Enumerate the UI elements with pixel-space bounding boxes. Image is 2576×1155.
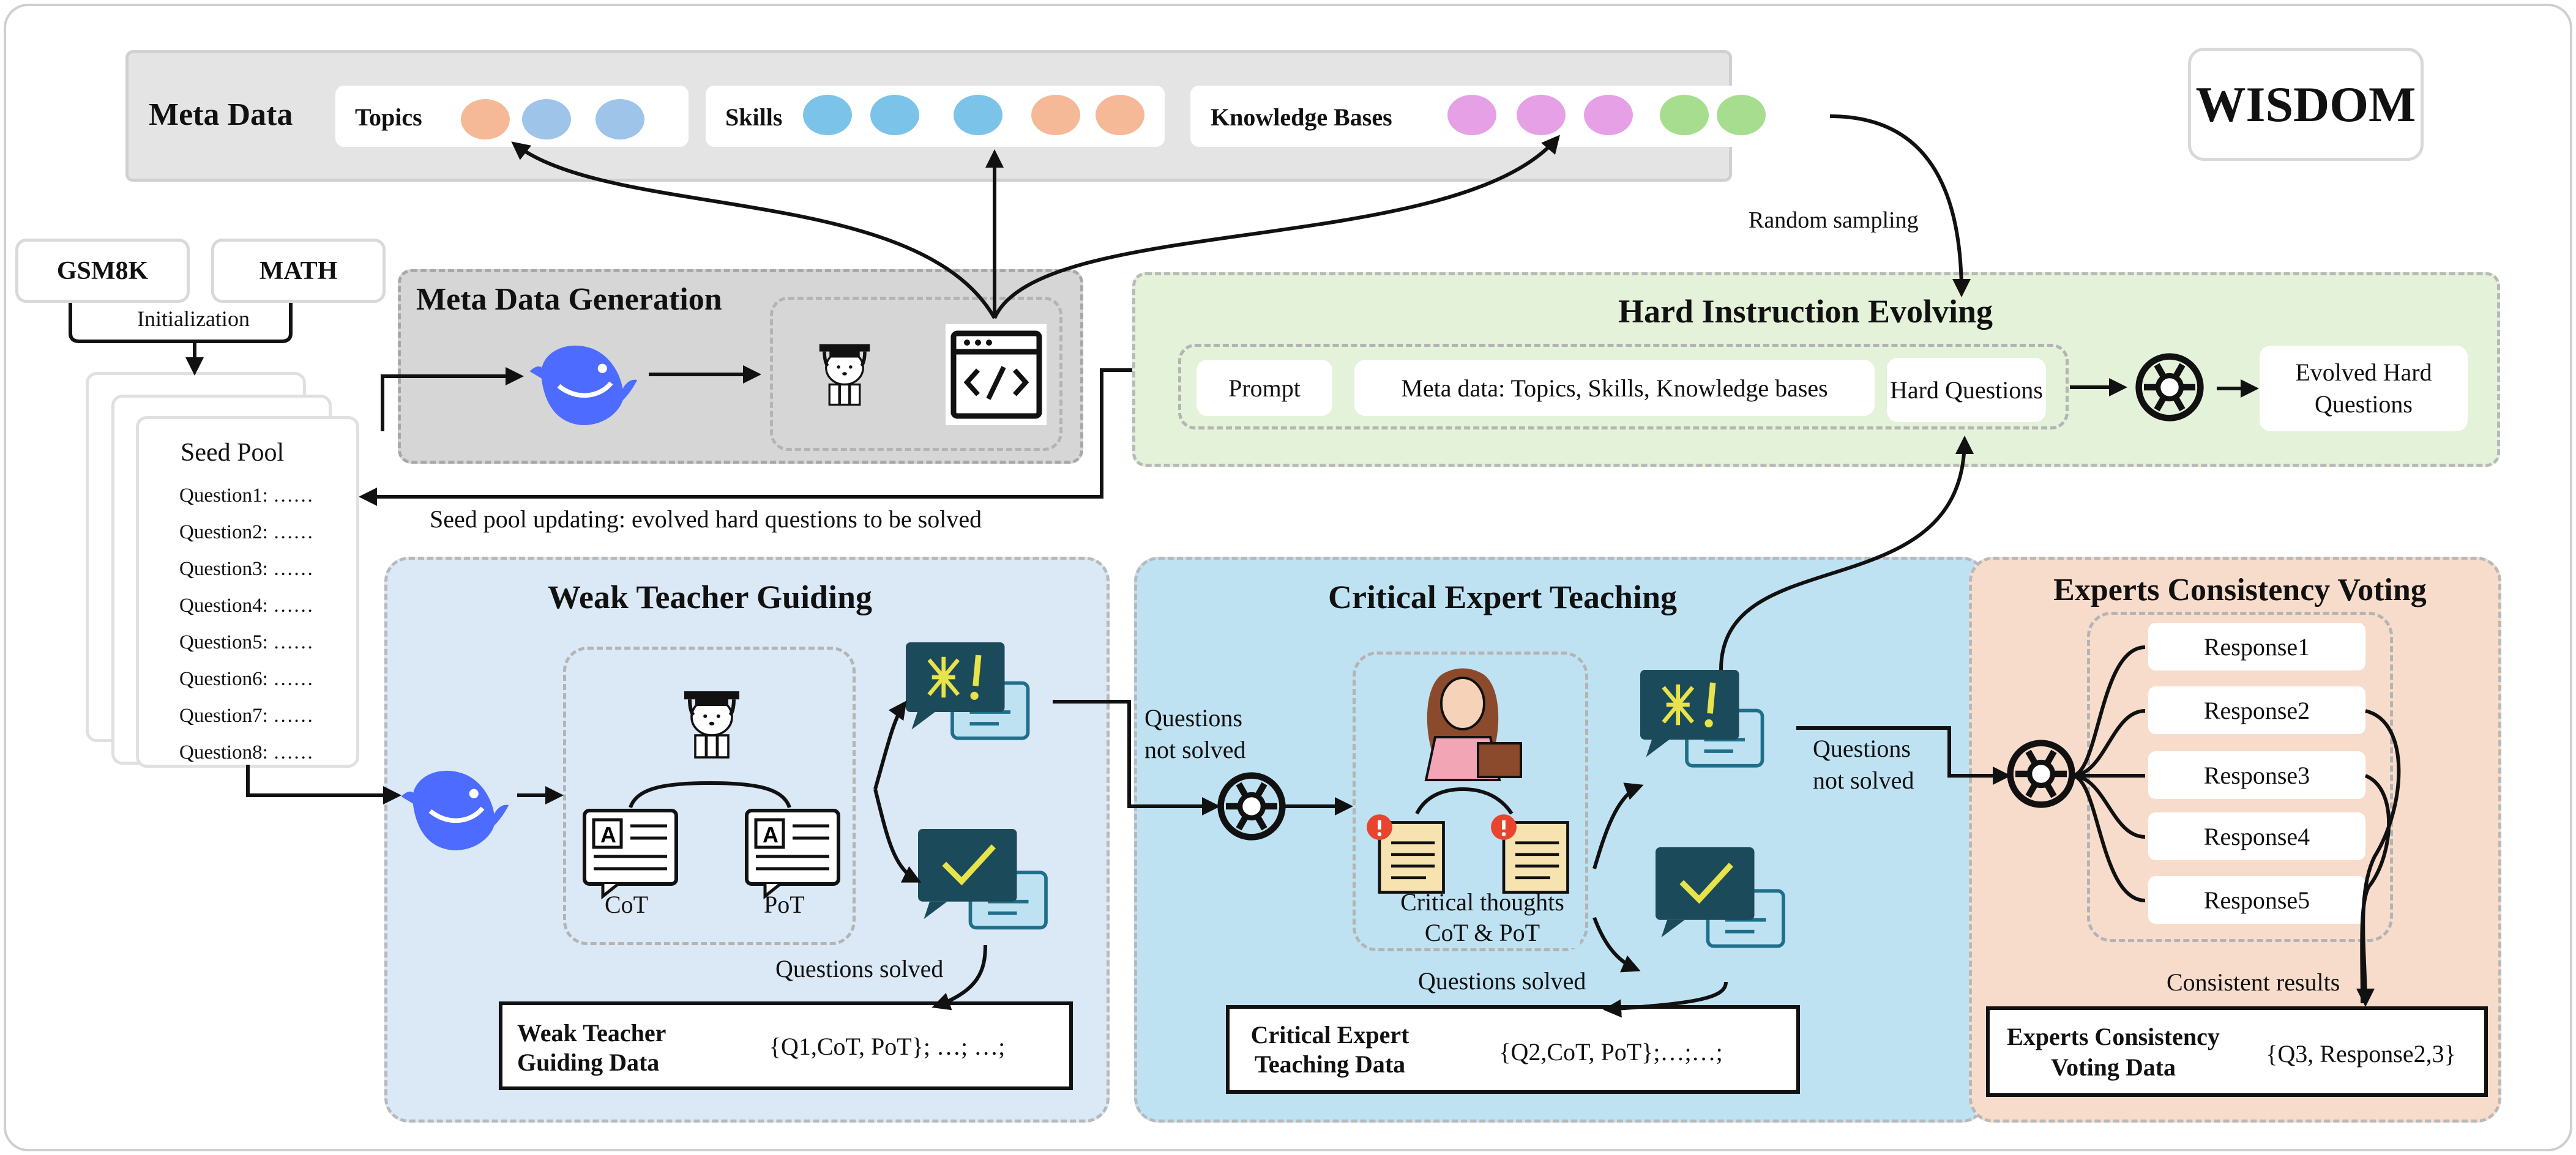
questions-not-solved-label-2: Questions not solved — [1813, 735, 1914, 794]
skill-dot-cyan-3 — [954, 95, 1002, 135]
meta-data-topics-label: Meta data: Topics, Skills, Knowledge bas… — [1401, 374, 1828, 402]
math-box: MATH — [211, 239, 386, 303]
response-1-box: Response1 — [2148, 623, 2365, 670]
seed-question-4: Question4: …… — [179, 595, 314, 617]
response-3-label: Response3 — [2203, 761, 2310, 789]
gsm8k-box: GSM8K — [15, 239, 190, 303]
voting-data-value: {Q3, Response2,3} — [2266, 1040, 2456, 1068]
cot-label: CoT — [605, 891, 649, 918]
skill-dot-orange-1 — [1031, 95, 1080, 135]
topic-dot-orange — [461, 99, 510, 139]
kb-dot-pink-2 — [1517, 95, 1566, 135]
meta-data-topics-box: Meta data: Topics, Skills, Knowledge bas… — [1354, 360, 1875, 416]
critical-teaching-data-value: {Q2,CoT, PoT};…;…; — [1499, 1038, 1723, 1066]
weak-teacher-guiding-title: Weak Teacher Guiding — [547, 579, 873, 615]
skill-dot-orange-2 — [1096, 95, 1144, 135]
critical-expert-teaching-title: Critical Expert Teaching — [1328, 579, 1677, 615]
knowledge-bases-label: Knowledge Bases — [1211, 103, 1392, 131]
outer-frame — [4, 4, 2572, 1151]
hard-questions-box: Hard Questions — [1887, 358, 2046, 422]
seed-question-8: Question8: …… — [179, 741, 314, 763]
response-4-box: Response4 — [2148, 812, 2365, 860]
response-4-label: Response4 — [2203, 822, 2310, 850]
evolved-hard-questions-box: Evolved Hard Questions — [2260, 346, 2468, 431]
skill-dot-cyan-2 — [870, 95, 919, 135]
critical-thoughts-label: Critical thoughts CoT & PoT — [1384, 887, 1580, 948]
pot-label: PoT — [764, 891, 805, 918]
weak-questions-solved-label: Questions solved — [775, 955, 944, 982]
seed-question-2: Question2: …… — [179, 521, 314, 543]
meta-data-generation-title: Meta Data Generation — [416, 282, 722, 317]
kb-dot-green-1 — [1660, 95, 1709, 135]
experts-consistency-voting-title: Experts Consistency Voting — [2053, 573, 2427, 607]
meta-data-title: Meta Data — [149, 97, 293, 132]
seed-question-6: Question6: …… — [179, 668, 314, 690]
seed-question-7: Question7: …… — [179, 705, 314, 727]
voting-data-value-box: {Q3, Response2,3} — [2240, 1025, 2482, 1083]
seed-pool-title: Seed Pool — [181, 439, 285, 467]
weak-inner-dashed — [563, 647, 856, 945]
critical-questions-solved-label: Questions solved — [1418, 967, 1586, 995]
prompt-label: Prompt — [1228, 374, 1301, 402]
seed-question-list: Question1: …… Question2: …… Question3: …… — [179, 477, 313, 771]
response-5-box: Response5 — [2148, 876, 2365, 924]
response-2-label: Response2 — [2203, 696, 2310, 724]
hard-instruction-evolving-title: Hard Instruction Evolving — [1618, 293, 1993, 330]
seed-pool-updating-label: Seed pool updating: evolved hard questio… — [430, 505, 982, 533]
prompt-box: Prompt — [1197, 360, 1332, 416]
evolved-hard-questions-label: Evolved Hard Questions — [2295, 358, 2432, 418]
critical-teaching-data-value-box: {Q2,CoT, PoT};…;…; — [1443, 1023, 1779, 1081]
topic-dot-blue-2 — [595, 99, 644, 139]
hard-questions-label: Hard Questions — [1890, 376, 2043, 404]
wisdom-brand: WISDOM — [2195, 76, 2416, 132]
weak-teacher-data-value: {Q1,CoT, PoT}; …; …; — [769, 1032, 1006, 1060]
topic-dot-blue-1 — [522, 99, 571, 139]
response-5-label: Response5 — [2203, 886, 2310, 914]
skills-label: Skills — [725, 103, 783, 131]
kb-dot-green-2 — [1717, 95, 1766, 135]
questions-not-solved-label-1: Questions not solved — [1144, 704, 1246, 763]
random-sampling-label: Random sampling — [1749, 207, 1919, 233]
seed-pool-card — [136, 416, 359, 768]
hard-inner-dashed — [1178, 344, 2069, 429]
seed-question-3: Question3: …… — [179, 558, 314, 580]
weak-teacher-data-label: Weak Teacher Guiding Data — [517, 1019, 666, 1076]
critical-teaching-data-label: Critical Expert Teaching Data — [1250, 1021, 1409, 1078]
seed-question-1: Question1: …… — [179, 485, 314, 507]
math-label: MATH — [259, 256, 338, 285]
weak-teacher-data-value-box: {Q1,CoT, PoT}; …; …; — [712, 1016, 1062, 1077]
gsm8k-label: GSM8K — [56, 256, 149, 285]
initialization-label: Initialization — [133, 306, 253, 332]
response-1-label: Response1 — [2203, 633, 2310, 661]
kb-dot-pink-1 — [1447, 95, 1496, 135]
kb-dot-pink-3 — [1584, 95, 1633, 135]
response-2-box: Response2 — [2148, 686, 2365, 734]
voting-data-label: Experts Consistency Voting Data — [2007, 1023, 2220, 1081]
meta-gen-inner-dashed — [770, 297, 1062, 451]
critical-inner-dashed — [1353, 652, 1588, 951]
wisdom-brand-box: WISDOM — [2188, 48, 2424, 161]
consistent-results-label: Consistent results — [2167, 968, 2340, 996]
seed-question-5: Question5: …… — [179, 631, 314, 653]
skill-dot-cyan-1 — [803, 95, 852, 135]
response-3-box: Response3 — [2148, 751, 2365, 799]
topics-label: Topics — [355, 103, 422, 131]
